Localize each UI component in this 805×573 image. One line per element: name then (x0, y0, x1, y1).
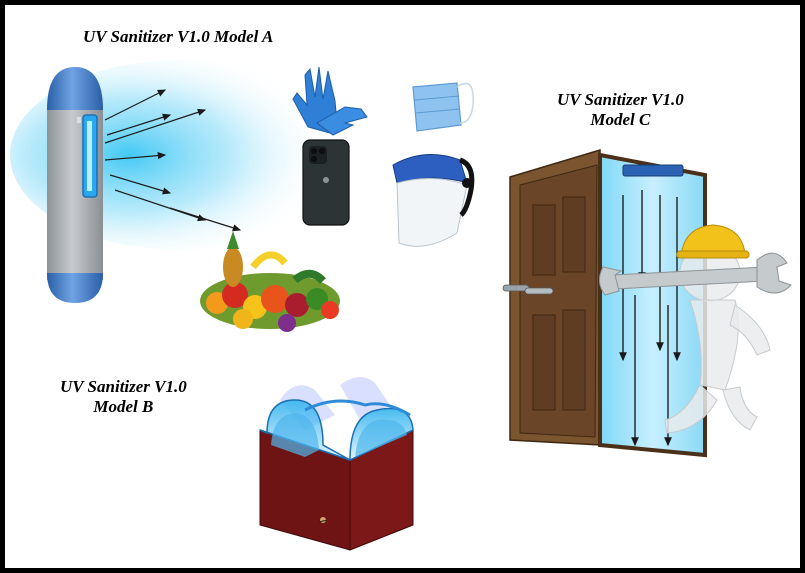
model-a-group (10, 60, 475, 332)
face-shield-icon (392, 154, 475, 247)
worker-figure-icon (664, 244, 771, 434)
illustration (10, 60, 792, 551)
model-b-cabinet-icon (259, 376, 414, 551)
label-model-c-line1: UV Sanitizer V1.0 (557, 90, 684, 109)
cylinder-sanitizer-icon (47, 67, 103, 303)
uv-rays-a (104, 89, 242, 232)
model-c-door-icon (502, 148, 792, 458)
smartphone-icon (302, 139, 350, 226)
fruit-basket-icon (200, 231, 340, 332)
figure-canvas: UV Sanitizer V1.0 Model A UV Sanitizer V… (5, 5, 800, 568)
label-model-b: UV Sanitizer V1.0 Model B (60, 377, 187, 417)
gloves-icon (292, 66, 368, 136)
label-model-a: UV Sanitizer V1.0 Model A (83, 27, 274, 46)
face-mask-icon (412, 82, 474, 132)
label-model-c: UV Sanitizer V1.0 Model C (557, 90, 684, 130)
label-model-b-line2: Model B (93, 397, 154, 416)
hard-hat-icon (676, 224, 750, 259)
label-model-b-line1: UV Sanitizer V1.0 (60, 377, 187, 396)
wrench-icon (599, 252, 792, 296)
label-model-c-line2: Model C (590, 110, 651, 129)
